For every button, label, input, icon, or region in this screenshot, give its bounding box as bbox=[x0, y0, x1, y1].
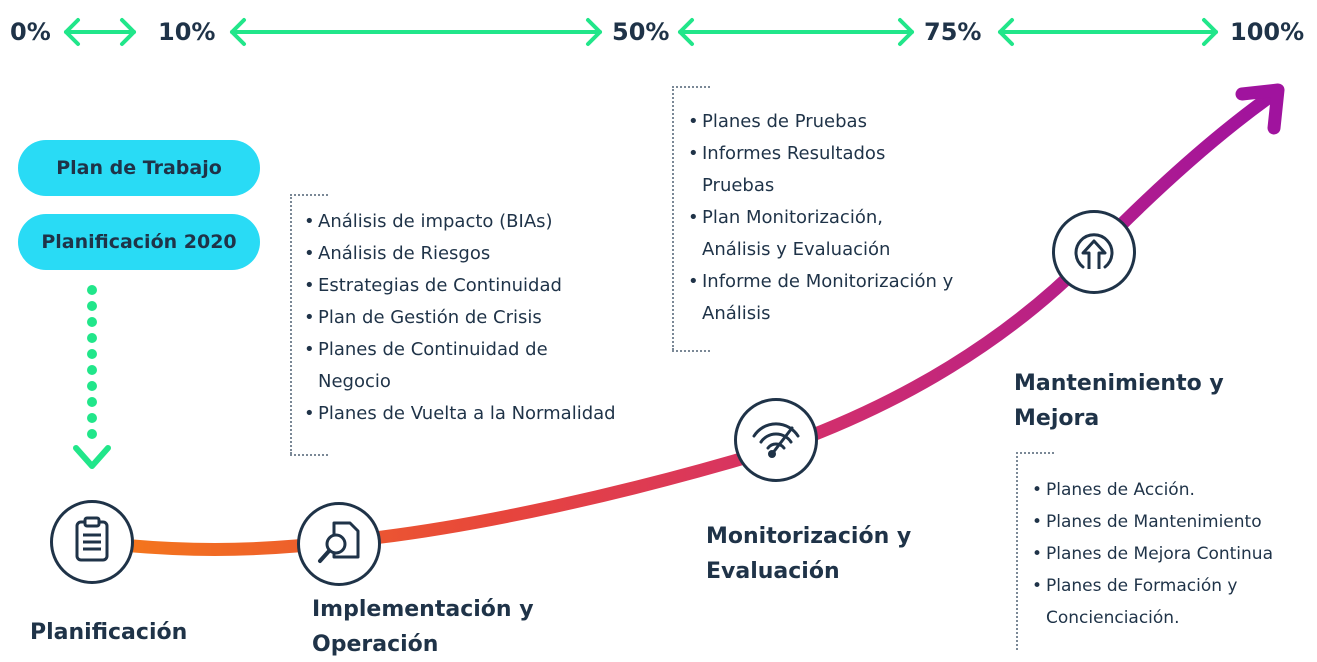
list-item: Informe de Monitorización y Análisis bbox=[688, 266, 968, 330]
list-item: Análisis de Riesgos bbox=[304, 238, 634, 270]
planificacion-stage-circle bbox=[50, 500, 134, 584]
implementacion-bracket-top bbox=[290, 194, 328, 196]
percent-50-label: 50% bbox=[612, 18, 670, 46]
monitorizacion-bracket-top bbox=[672, 86, 710, 88]
plan-trabajo-pill: Plan de Trabajo bbox=[18, 140, 260, 196]
range-arrow-50-75 bbox=[678, 18, 914, 46]
implementacion-bracket-bottom bbox=[290, 454, 328, 456]
list-item: Estrategias de Continuidad bbox=[304, 270, 634, 302]
list-item: Plan Monitorización, Análisis y Evaluaci… bbox=[688, 202, 912, 266]
mantenimiento-bracket-top bbox=[1016, 452, 1054, 454]
list-item: Planes de Pruebas bbox=[688, 106, 958, 138]
down-dotted-arrow bbox=[73, 285, 111, 469]
list-item: Plan de Gestión de Crisis bbox=[304, 302, 634, 334]
clipboard-icon bbox=[69, 515, 115, 569]
upload-cycle-icon bbox=[1069, 227, 1119, 277]
implementacion-title: Implementación y Operación bbox=[312, 597, 534, 657]
implementacion-stage-circle bbox=[297, 502, 381, 586]
list-item: Planes de Mantenimiento bbox=[1032, 506, 1312, 538]
monitorizacion-title: Monitorización y Evaluación bbox=[706, 524, 912, 584]
mantenimiento-deliverables-list: Planes de Acción. Planes de Mantenimient… bbox=[1032, 474, 1312, 634]
implementacion-deliverables-list: Análisis de impacto (BIAs) Análisis de R… bbox=[304, 206, 634, 430]
document-search-icon bbox=[314, 517, 364, 571]
gauge-signal-icon bbox=[750, 416, 802, 464]
monitorizacion-bracket-side bbox=[672, 86, 674, 350]
percent-0-label: 0% bbox=[10, 18, 51, 46]
monitorizacion-bracket-bottom bbox=[672, 350, 710, 352]
range-arrow-10-50 bbox=[230, 18, 602, 46]
planificacion-title: Planificación bbox=[30, 620, 188, 645]
percent-100-label: 100% bbox=[1230, 18, 1305, 46]
list-item: Planes de Mejora Continua bbox=[1032, 538, 1312, 570]
list-item: Informes Resultados Pruebas bbox=[688, 138, 902, 202]
list-item: Análisis de impacto (BIAs) bbox=[304, 206, 634, 238]
monitorizacion-stage-circle bbox=[734, 398, 818, 482]
monitorizacion-deliverables-list: Planes de Pruebas Informes Resultados Pr… bbox=[688, 106, 958, 330]
range-arrow-0-10 bbox=[64, 18, 136, 46]
list-item: Planes de Vuelta a la Normalidad bbox=[304, 398, 634, 430]
implementacion-bracket-side bbox=[290, 194, 292, 454]
percent-10-label: 10% bbox=[158, 18, 216, 46]
planificacion-2020-pill: Planificación 2020 bbox=[18, 214, 260, 270]
mantenimiento-stage-circle bbox=[1052, 210, 1136, 294]
list-item: Planes de Acción. bbox=[1032, 474, 1312, 506]
mantenimiento-bracket-side bbox=[1016, 452, 1018, 650]
list-item: Planes de Formación y Concienciación. bbox=[1032, 570, 1272, 634]
percent-75-label: 75% bbox=[924, 18, 982, 46]
list-item: Planes de Continuidad de Negocio bbox=[304, 334, 568, 398]
mantenimiento-title: Mantenimiento y Mejora bbox=[1014, 371, 1224, 431]
range-arrow-75-100 bbox=[998, 18, 1218, 46]
